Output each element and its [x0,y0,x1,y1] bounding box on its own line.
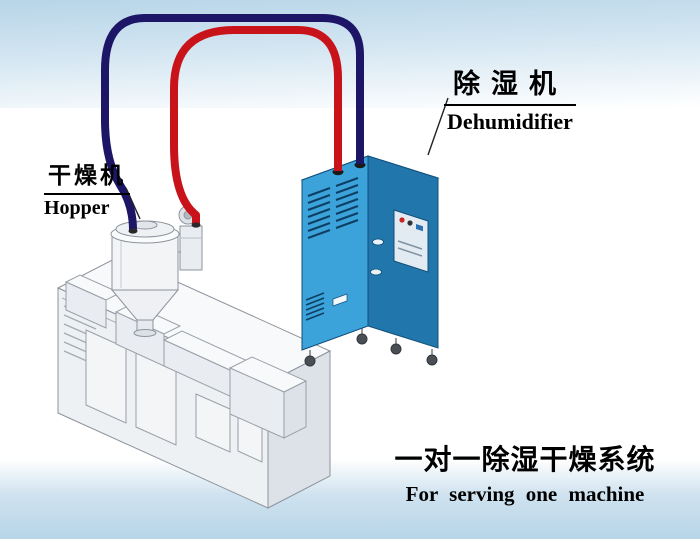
cabinet-control-panel [393,209,429,273]
pipe-fittings [128,222,201,234]
side-vent-oval [372,238,384,246]
cabinet-casters [304,327,438,367]
dehumidifier-cabinet [300,155,440,367]
side-vent-oval [370,268,382,276]
supply-pipe-red [170,26,342,224]
hopper-dryer [110,205,203,337]
panel-indicator-red [399,217,405,223]
system-caption: 一对一除湿干燥系统 For serving one machine [380,438,670,507]
dehumidifier-label: 除湿机 Dehumidifier [444,62,576,135]
cabinet-lower-vent [305,292,325,321]
dehumidifier-leader-line [427,97,449,156]
dehumidifier-label-en: Dehumidifier [447,109,573,134]
panel-switch [416,224,423,232]
machine-head-box [228,356,308,439]
cabinet-nameplate [332,293,348,307]
machine-barrel-cover [162,330,254,399]
caption-cn: 一对一除湿干燥系统 [394,443,656,476]
machine-door-panels [85,329,263,463]
return-pipe-navy [101,14,364,231]
caption-en: For serving one machine [405,482,645,506]
hopper-label: 干燥机 Hopper [44,156,130,220]
dehumidifier-label-cn: 除湿机 [444,62,576,106]
cabinet-vent-slats [307,177,359,239]
extruder-machine [56,255,332,509]
panel-indicator-dark [407,220,413,226]
hopper-label-en: Hopper [44,197,110,219]
machine-gearbox [64,274,122,329]
hopper-label-cn: 干燥机 [44,156,130,195]
